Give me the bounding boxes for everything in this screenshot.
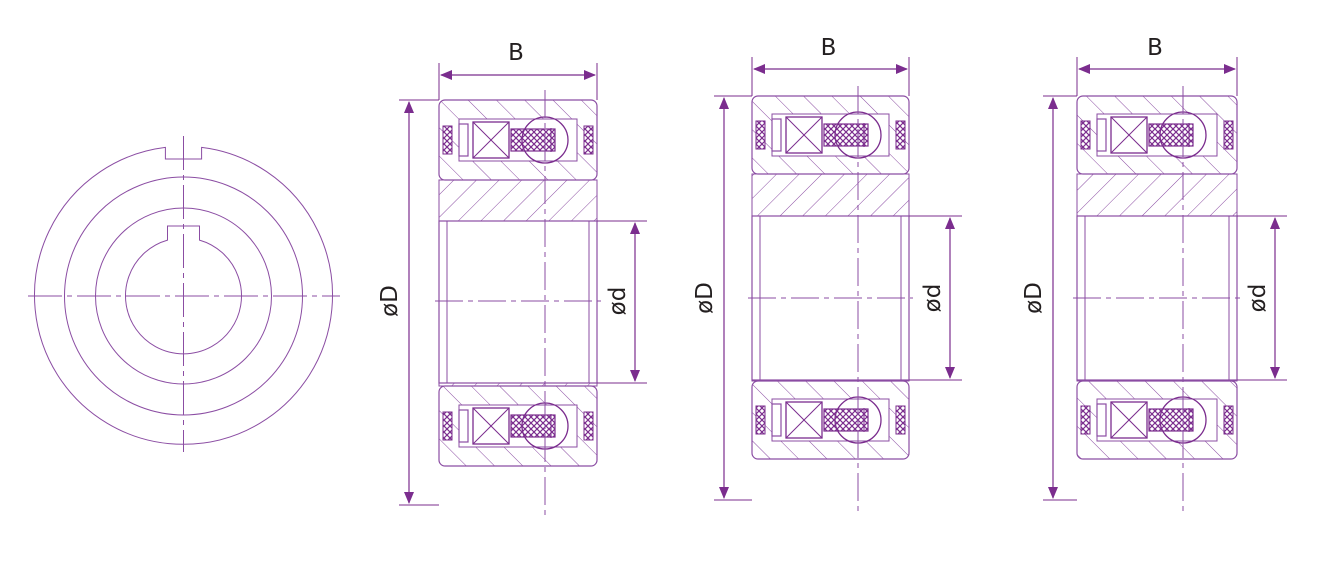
spring-element-top [823, 123, 869, 147]
roller-cross-bottom [1110, 401, 1148, 439]
label-width-b: B [508, 40, 524, 66]
side-seal-left-bottom [1080, 405, 1091, 435]
label-bore-diameter: ød [605, 287, 631, 316]
side-seal-right-bottom [1223, 405, 1234, 435]
bore-outline [438, 220, 598, 384]
roller-cross-top [472, 121, 510, 159]
spring-element-top [510, 128, 556, 152]
label-bore-diameter: ød [920, 284, 946, 313]
cage-bracket-top [1096, 118, 1107, 152]
side-seal-left-top [442, 125, 453, 155]
side-seal-right-bottom [895, 405, 906, 435]
side-seal-left-top [755, 120, 766, 150]
spring-element-top [1148, 123, 1194, 147]
roller-cross-bottom [472, 407, 510, 445]
section-view-3: BøD ød [1021, 35, 1287, 512]
side-seal-right-top [583, 125, 594, 155]
side-seal-left-bottom [442, 411, 453, 441]
front-view [28, 136, 340, 452]
spring-element-bottom [1148, 408, 1194, 432]
side-seal-left-top [1080, 120, 1091, 150]
inner-race-top [438, 179, 598, 222]
outer-ring-circle [34, 146, 333, 445]
cage-bracket-bottom [458, 409, 469, 443]
spring-element-bottom [823, 408, 869, 432]
label-outer-diameter: øD [377, 285, 403, 317]
label-width-b: B [1147, 35, 1163, 61]
inner-race-top [751, 173, 910, 217]
section-view-1: BøD ød [377, 40, 647, 517]
cage-bracket-bottom [771, 403, 782, 437]
side-seal-right-bottom [583, 411, 594, 441]
side-seal-right-top [1223, 120, 1234, 150]
label-outer-diameter: øD [1021, 282, 1047, 314]
inner-race-top [1076, 173, 1238, 217]
inner-bore-circle [125, 225, 242, 355]
cage-bracket-bottom [1096, 403, 1107, 437]
cage-bracket-top [771, 118, 782, 152]
roller-cross-top [1110, 116, 1148, 154]
label-outer-diameter: øD [692, 282, 718, 314]
section-view-2: BøD ød [692, 35, 962, 512]
label-width-b: B [821, 35, 837, 61]
side-seal-left-bottom [755, 405, 766, 435]
side-seal-right-top [895, 120, 906, 150]
roller-cross-bottom [785, 401, 823, 439]
cage-bracket-top [458, 123, 469, 157]
roller-cross-top [785, 116, 823, 154]
label-bore-diameter: ød [1245, 284, 1271, 313]
spring-element-bottom [510, 414, 556, 438]
